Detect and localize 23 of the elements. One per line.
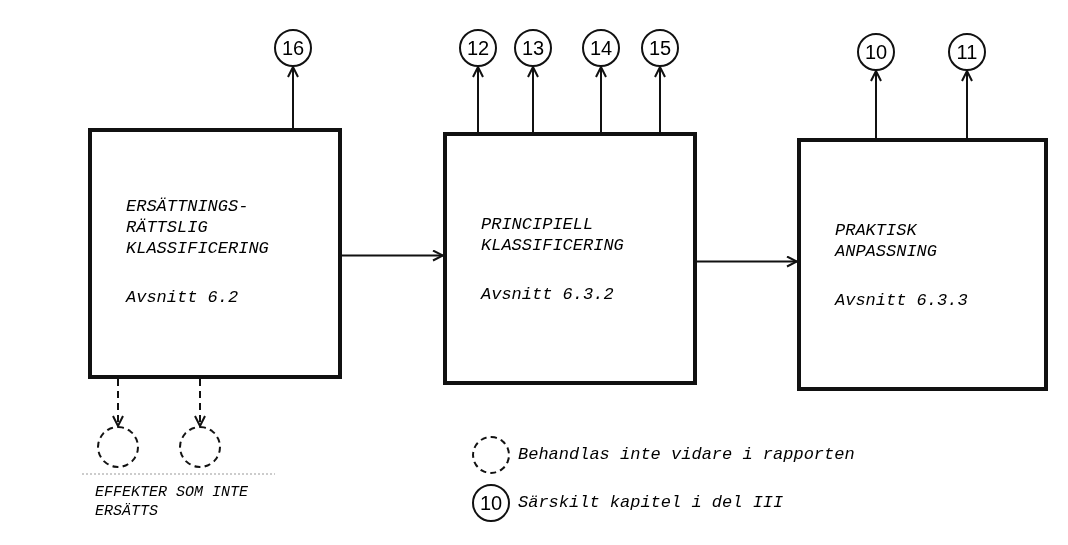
process-box [88, 128, 342, 379]
arrow [870, 70, 882, 139]
arrow [527, 66, 539, 133]
process-box [443, 132, 697, 385]
arrow [194, 378, 206, 427]
note-text: EFFEKTER SOM INTE ERSÄTTS [95, 483, 250, 521]
section-reference: Avsnitt 6.3.2 [481, 284, 615, 305]
arrow [472, 66, 484, 133]
box-title: PRAKTISK ANPASSNING [835, 220, 939, 262]
box-title: ERSÄTTNINGS- RÄTTSLIG KLASSIFICERING [126, 196, 270, 259]
arrow [961, 70, 973, 139]
arrow [696, 255, 798, 268]
arrow [112, 378, 124, 427]
arrow [654, 66, 666, 133]
legend-text: Särskilt kapitel i del III [518, 492, 784, 515]
arrow [287, 66, 299, 129]
arrow [595, 66, 607, 133]
section-reference: Avsnitt 6.2 [126, 287, 240, 308]
arrow [341, 249, 444, 262]
process-box [797, 138, 1048, 391]
legend-text: Behandlas inte vidare i rapporten [518, 444, 855, 467]
box-title: PRINCIPIELL KLASSIFICERING [481, 214, 625, 256]
section-reference: Avsnitt 6.3.3 [835, 290, 969, 311]
